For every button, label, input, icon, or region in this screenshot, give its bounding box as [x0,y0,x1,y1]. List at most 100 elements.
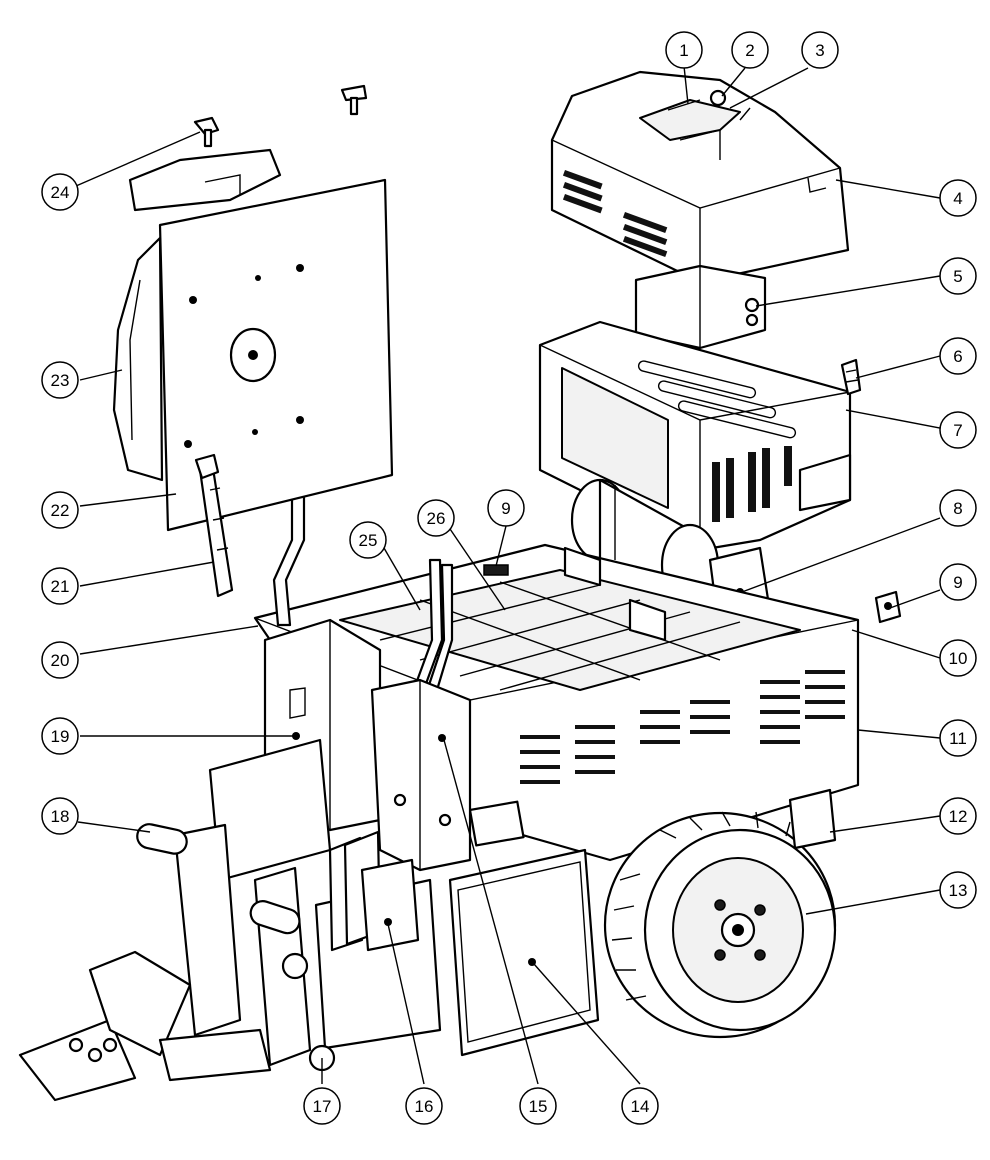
callout-circle [939,257,977,295]
callout-circle [731,31,769,69]
callout-number: 11 [949,729,967,748]
callout-circle [939,179,977,217]
callout-16: 16 [405,1087,443,1125]
callout-number: 1 [679,41,688,60]
callout-number: 21 [51,577,70,596]
callout-circle [519,1087,557,1125]
callout-number: 4 [953,189,962,208]
callout-circle [621,1087,659,1125]
callout-circle [41,567,79,605]
callout-18: 18 [41,797,79,835]
callout-circle [939,639,977,677]
battery-cells [339,569,801,691]
callout-6: 6 [939,337,977,375]
callout-circle [349,521,387,559]
callout-circle [939,719,977,757]
callout-circle [41,491,79,529]
callout-26: 26 [417,499,455,537]
callout-number: 23 [51,371,70,390]
callout-number: 17 [313,1097,332,1116]
callout-circle [417,499,455,537]
callout-21: 21 [41,567,79,605]
callout-10: 10 [939,639,977,677]
callout-5: 5 [939,257,977,295]
callout-3: 3 [801,31,839,69]
clip-small-right [874,590,902,624]
callout-circle [939,797,977,835]
callout-number: 13 [949,881,968,900]
callout-number: 25 [359,531,378,550]
callout-number: 6 [953,347,962,366]
callout-2: 2 [731,31,769,69]
callout-number: 26 [427,509,446,528]
callout-4: 4 [939,179,977,217]
back-panel [158,178,394,532]
callout-20: 20 [41,641,79,679]
callout-circle [41,173,79,211]
callout-number: 14 [631,1097,650,1116]
callout-11: 11 [939,719,977,757]
callout-circle [487,489,525,527]
callout-9: 9 [487,489,525,527]
callout-12: 12 [939,797,977,835]
callout-19: 19 [41,717,79,755]
tray-handles [563,546,667,642]
callout-number: 5 [953,267,962,286]
callout-17: 17 [303,1087,341,1125]
callout-number: 8 [953,499,962,518]
seat-cushion [112,236,164,482]
callout-circle [939,337,977,375]
callout-circle [939,871,977,909]
clip-small-left [483,564,509,576]
callout-circle [303,1087,341,1125]
callout-23: 23 [41,361,79,399]
callout-1: 1 [665,31,703,69]
adjust-strap [194,453,234,598]
callout-number: 9 [953,573,962,592]
contactor-pack [314,830,442,1050]
cover-vent-left [562,169,668,258]
callout-number: 20 [51,651,70,670]
tray-side-vents [520,670,845,784]
callout-number: 7 [953,421,962,440]
top-cover [550,70,850,284]
callout-number: 22 [51,501,70,520]
callout-circle [939,411,977,449]
callout-number: 10 [949,649,968,668]
callout-circle [41,717,79,755]
leader-lines [75,65,941,1085]
callout-7: 7 [939,411,977,449]
callout-circle [41,797,79,835]
callout-circle [405,1087,443,1125]
callout-8: 8 [939,489,977,527]
knob-right [340,84,368,116]
callout-number: 9 [501,499,510,518]
front-forks [18,738,336,1102]
callout-number: 19 [51,727,70,746]
motor-adapter [634,264,767,350]
callout-9: 9 [939,563,977,601]
top-handle-plate [128,148,282,212]
callout-circle [939,563,977,601]
callout-number: 2 [745,41,754,60]
callout-24: 24 [41,173,79,211]
callout-circle [939,489,977,527]
tire-treads [611,811,791,1001]
wheel-bracket [788,788,837,850]
callout-circle [801,31,839,69]
knob-left [193,116,220,148]
callout-number: 24 [51,183,70,202]
callout-15: 15 [519,1087,557,1125]
drive-wheel [603,811,837,1039]
callout-number: 16 [415,1097,434,1116]
callout-circle [41,361,79,399]
callout-number: 3 [815,41,824,60]
callout-14: 14 [621,1087,659,1125]
callout-22: 22 [41,491,79,529]
frame-vents [712,446,792,522]
control-block [370,678,472,872]
clip-bracket [840,358,862,396]
